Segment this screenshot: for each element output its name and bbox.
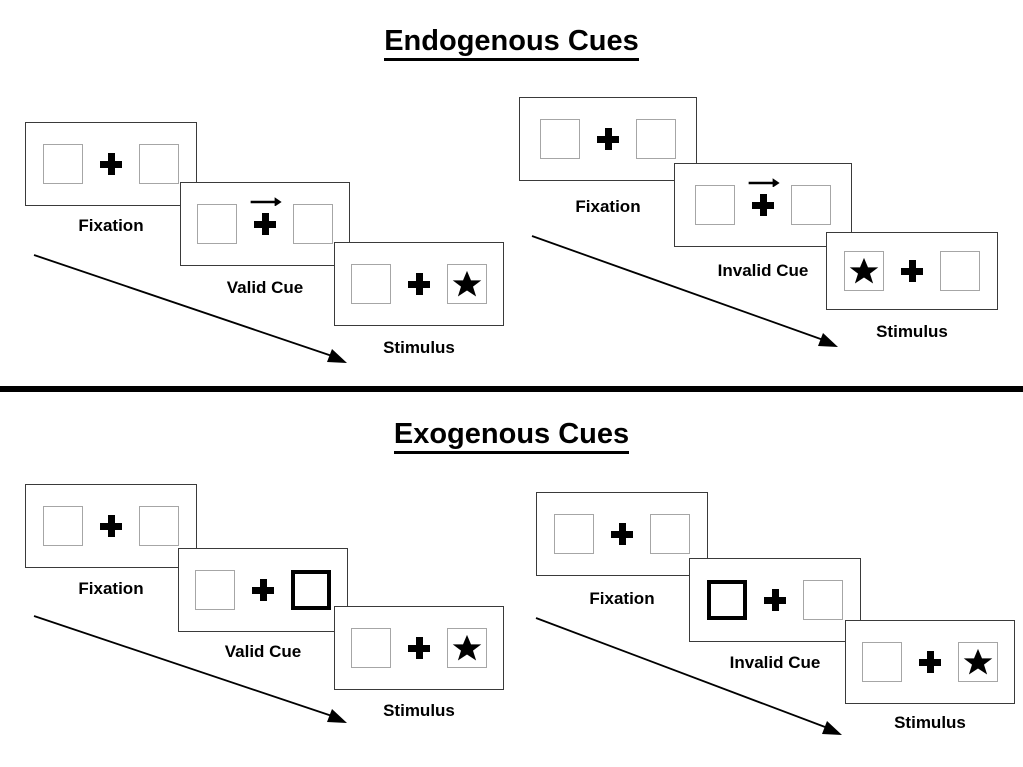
star-target-icon xyxy=(849,257,879,284)
right-box xyxy=(139,506,179,546)
right-box xyxy=(293,204,333,244)
right-box xyxy=(940,251,980,291)
panel-endogenous-invalid-cue xyxy=(674,163,852,247)
right-box xyxy=(791,185,831,225)
fixation-cross-icon xyxy=(100,153,122,175)
left-box-with-target xyxy=(844,251,884,291)
left-box xyxy=(862,642,902,682)
left-box xyxy=(351,264,391,304)
right-box-with-target xyxy=(958,642,998,682)
panel-endogenous-invalid-stimulus xyxy=(826,232,998,310)
fixation-cross-icon xyxy=(100,515,122,537)
fixation-cross-icon xyxy=(764,589,786,611)
arrow-right-cue-icon xyxy=(748,178,780,187)
star-target-icon xyxy=(452,634,482,661)
caption-exogenous-invalid-cue: Invalid Cue xyxy=(729,653,821,672)
left-box xyxy=(351,628,391,668)
caption-endogenous-valid-fixation: Fixation xyxy=(78,216,144,235)
caption-endogenous-valid-stimulus: Stimulus xyxy=(383,338,455,357)
caption-endogenous-valid-cue: Valid Cue xyxy=(226,278,304,297)
left-box xyxy=(43,506,83,546)
exogenous-title-text: Exogenous Cues xyxy=(393,418,630,454)
caption-exogenous-invalid-fixation: Fixation xyxy=(589,589,655,608)
fixation-cross-icon xyxy=(408,273,430,295)
right-box-with-target xyxy=(447,264,487,304)
left-box xyxy=(554,514,594,554)
time-arrow-endogenous-invalid xyxy=(531,235,838,347)
caption-endogenous-invalid-stimulus: Stimulus xyxy=(876,322,948,341)
endogenous-title-text: Endogenous Cues xyxy=(384,25,639,61)
panel-exogenous-invalid-stimulus xyxy=(845,620,1015,704)
fixation-cross-icon xyxy=(748,178,780,216)
fixation-cross-icon xyxy=(901,260,923,282)
right-box xyxy=(650,514,690,554)
endogenous-section-title: Endogenous Cues xyxy=(0,25,1023,61)
panel-endogenous-valid-cue xyxy=(180,182,350,266)
caption-endogenous-invalid-fixation: Fixation xyxy=(575,197,641,216)
panel-exogenous-invalid-cue xyxy=(689,558,861,642)
star-target-icon xyxy=(963,648,993,675)
panel-exogenous-valid-stimulus xyxy=(334,606,504,690)
right-box xyxy=(636,119,676,159)
exogenous-section-title: Exogenous Cues xyxy=(0,418,1023,454)
left-box xyxy=(43,144,83,184)
panel-exogenous-valid-fixation xyxy=(25,484,197,568)
panel-endogenous-invalid-fixation xyxy=(519,97,697,181)
fixation-cross-icon xyxy=(252,579,274,601)
fixation-cross-icon xyxy=(250,197,282,235)
right-box xyxy=(139,144,179,184)
fixation-cross-icon xyxy=(611,523,633,545)
right-box-cued xyxy=(291,570,331,610)
right-box-with-target xyxy=(447,628,487,668)
left-box xyxy=(695,185,735,225)
left-box xyxy=(195,570,235,610)
panel-endogenous-valid-fixation xyxy=(25,122,197,206)
fixation-cross-icon xyxy=(408,637,430,659)
caption-exogenous-valid-stimulus: Stimulus xyxy=(383,701,455,720)
caption-exogenous-valid-cue: Valid Cue xyxy=(224,642,302,661)
section-divider xyxy=(0,386,1023,392)
panel-exogenous-valid-cue xyxy=(178,548,348,632)
caption-exogenous-invalid-stimulus: Stimulus xyxy=(894,713,966,732)
panel-endogenous-valid-stimulus xyxy=(334,242,504,326)
caption-exogenous-valid-fixation: Fixation xyxy=(78,579,144,598)
fixation-cross-icon xyxy=(919,651,941,673)
left-box xyxy=(540,119,580,159)
arrow-right-cue-icon xyxy=(250,197,282,206)
left-box-cued xyxy=(707,580,747,620)
fixation-cross-icon xyxy=(597,128,619,150)
panel-exogenous-invalid-fixation xyxy=(536,492,708,576)
star-target-icon xyxy=(452,270,482,297)
left-box xyxy=(197,204,237,244)
right-box xyxy=(803,580,843,620)
